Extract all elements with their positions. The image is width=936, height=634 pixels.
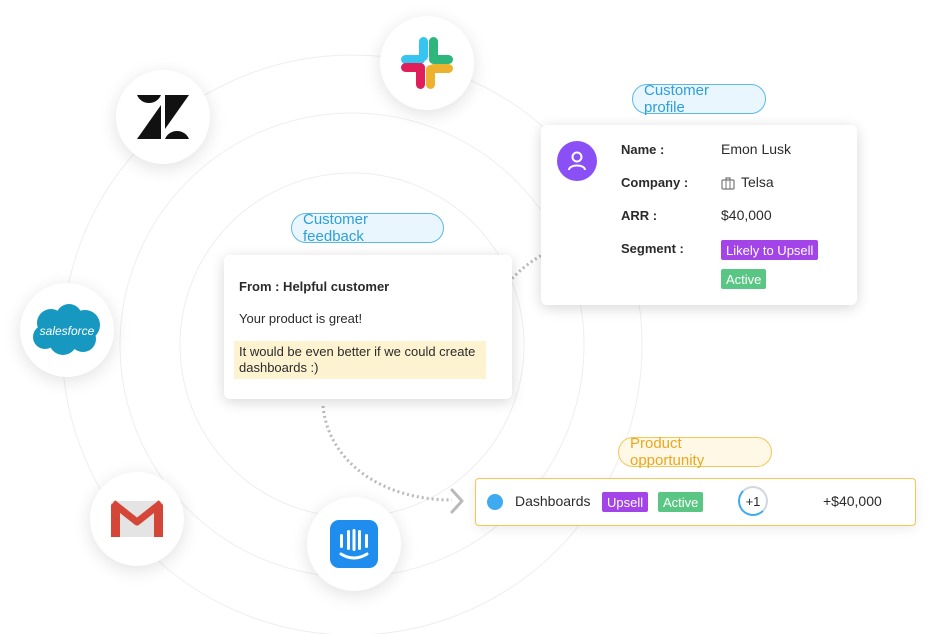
feedback-from: From : Helpful customer (239, 279, 390, 294)
company-value: Telsa (741, 174, 774, 190)
segment-tag-active: Active (721, 269, 767, 289)
zendesk-logo[interactable] (116, 70, 210, 164)
opportunity-tag-upsell: Upsell (602, 492, 649, 512)
avatar (557, 141, 597, 181)
opportunity-amount: +$40,000 (823, 493, 882, 509)
arr-label: ARR : (621, 208, 658, 223)
user-icon (568, 151, 586, 171)
name-label: Name : (621, 142, 665, 157)
gmail-icon (111, 500, 163, 537)
slack-icon (401, 37, 453, 89)
zendesk-icon (137, 95, 189, 139)
opportunity-row[interactable]: Dashboards Upsell Active +1 +$40,000 (475, 478, 916, 526)
salesforce-logo[interactable]: salesforce (20, 283, 114, 377)
gmail-logo[interactable] (90, 472, 184, 566)
company-label: Company : (621, 175, 689, 190)
customer-profile-pill: Customer profile (632, 82, 766, 116)
feedback-to-opportunity-arrow (321, 405, 453, 502)
feedback-line: Your product is great! (239, 311, 363, 326)
salesforce-wordmark: salesforce (40, 324, 95, 338)
slack-logo[interactable] (380, 16, 474, 110)
customer-feedback-card: From : Helpful customer Your product is … (224, 255, 512, 399)
product-opportunity-pill: Product opportunity (618, 435, 772, 469)
feedback-highlight: It would be even better if we could crea… (234, 341, 486, 379)
customer-profile-card: Name : Emon Lusk Company : Telsa ARR : $… (541, 125, 857, 305)
intercom-icon (330, 520, 378, 568)
intercom-logo[interactable] (307, 497, 401, 591)
segment-tag-upsell: Likely to Upsell (721, 240, 819, 260)
status-dot (487, 494, 503, 510)
opportunity-name: Dashboards (515, 493, 591, 509)
arr-value: $40,000 (721, 207, 772, 223)
briefcase-icon (721, 177, 735, 190)
customer-feedback-pill: Customer feedback (291, 211, 444, 245)
vote-count-badge[interactable]: +1 (738, 486, 768, 516)
segment-label: Segment : (621, 241, 684, 256)
salesforce-icon: salesforce (33, 304, 100, 355)
name-value: Emon Lusk (721, 141, 792, 157)
opportunity-tag-active: Active (658, 492, 704, 512)
